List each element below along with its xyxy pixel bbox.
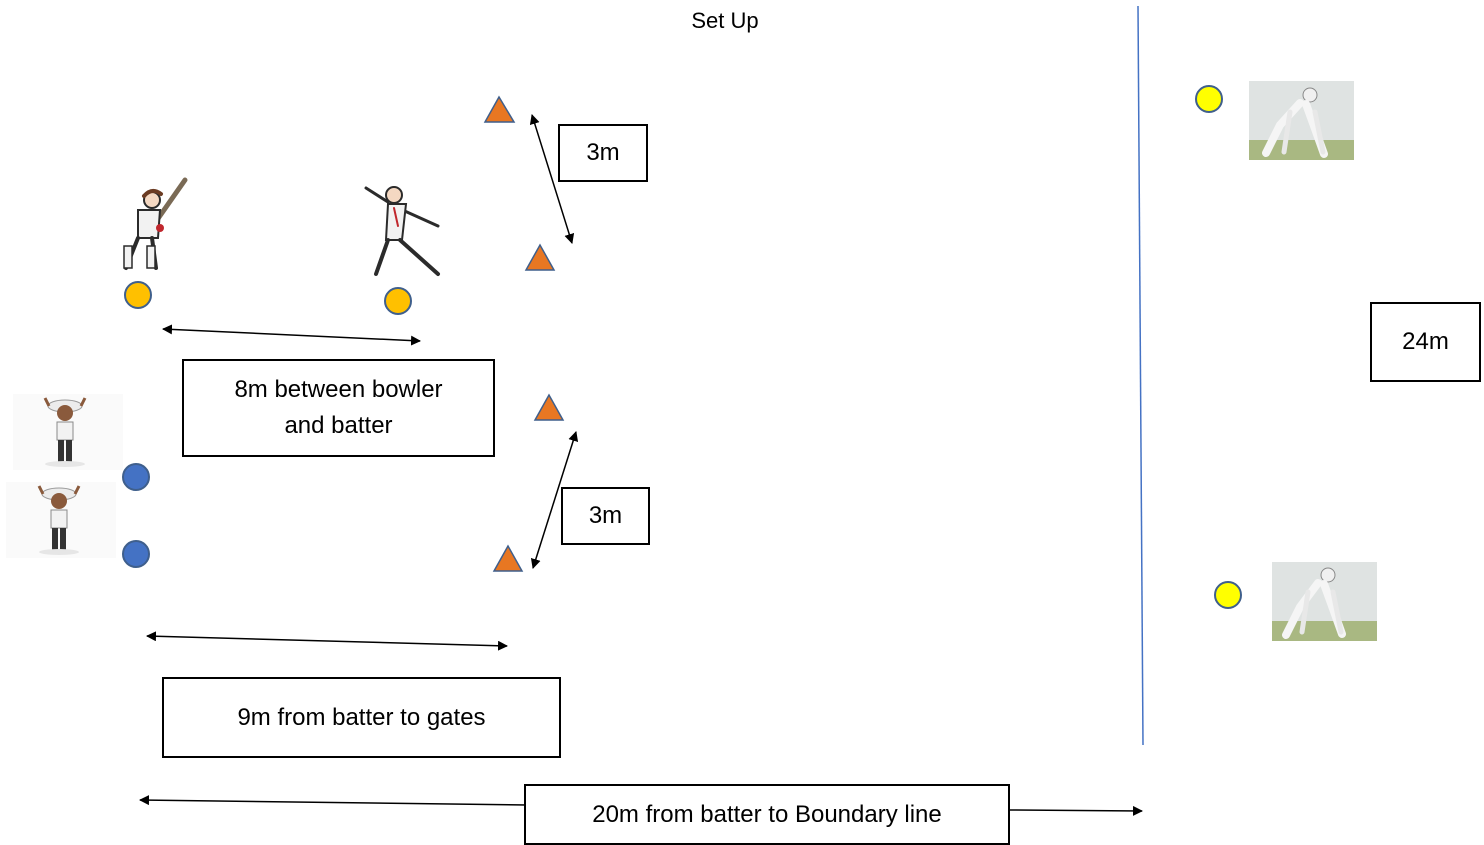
fielder-marker: [1195, 85, 1223, 113]
fielder-spacing-label: 24m: [1370, 302, 1481, 382]
umpire-marker: [122, 540, 150, 568]
batter-gates-arrow: [146, 631, 508, 651]
bowler-batter-distance-label: 8m between bowler and batter: [182, 359, 495, 457]
cone-icon: [533, 393, 565, 421]
cone-icon: [524, 243, 556, 271]
boundary-arrow-left: [139, 795, 528, 806]
fielder-marker: [1214, 581, 1242, 609]
cone-icon: [492, 544, 524, 572]
bowler-marker: [384, 287, 412, 315]
gate-width-label: 3m: [558, 124, 648, 182]
umpire-icon: [13, 394, 123, 470]
boundary-line: [1137, 5, 1144, 746]
batter-gates-distance-label: 9m from batter to gates: [162, 677, 561, 758]
bowler-icon: [364, 186, 440, 276]
batter-icon: [123, 177, 188, 270]
boundary-arrow-right: [1009, 805, 1143, 816]
fielder-icon: [1249, 81, 1354, 160]
cone-icon: [483, 95, 516, 123]
umpire-marker: [122, 463, 150, 491]
boundary-distance-label: 20m from batter to Boundary line: [524, 784, 1010, 845]
umpire-icon: [6, 482, 116, 558]
batter-marker: [124, 281, 152, 309]
diagram-title: Set Up: [691, 8, 759, 33]
gate-width-label: 3m: [561, 487, 650, 545]
gate-width-arrow: [529, 114, 575, 244]
bowler-batter-arrow: [162, 324, 421, 346]
gate-width-arrow: [530, 431, 579, 569]
fielder-icon: [1272, 562, 1377, 641]
